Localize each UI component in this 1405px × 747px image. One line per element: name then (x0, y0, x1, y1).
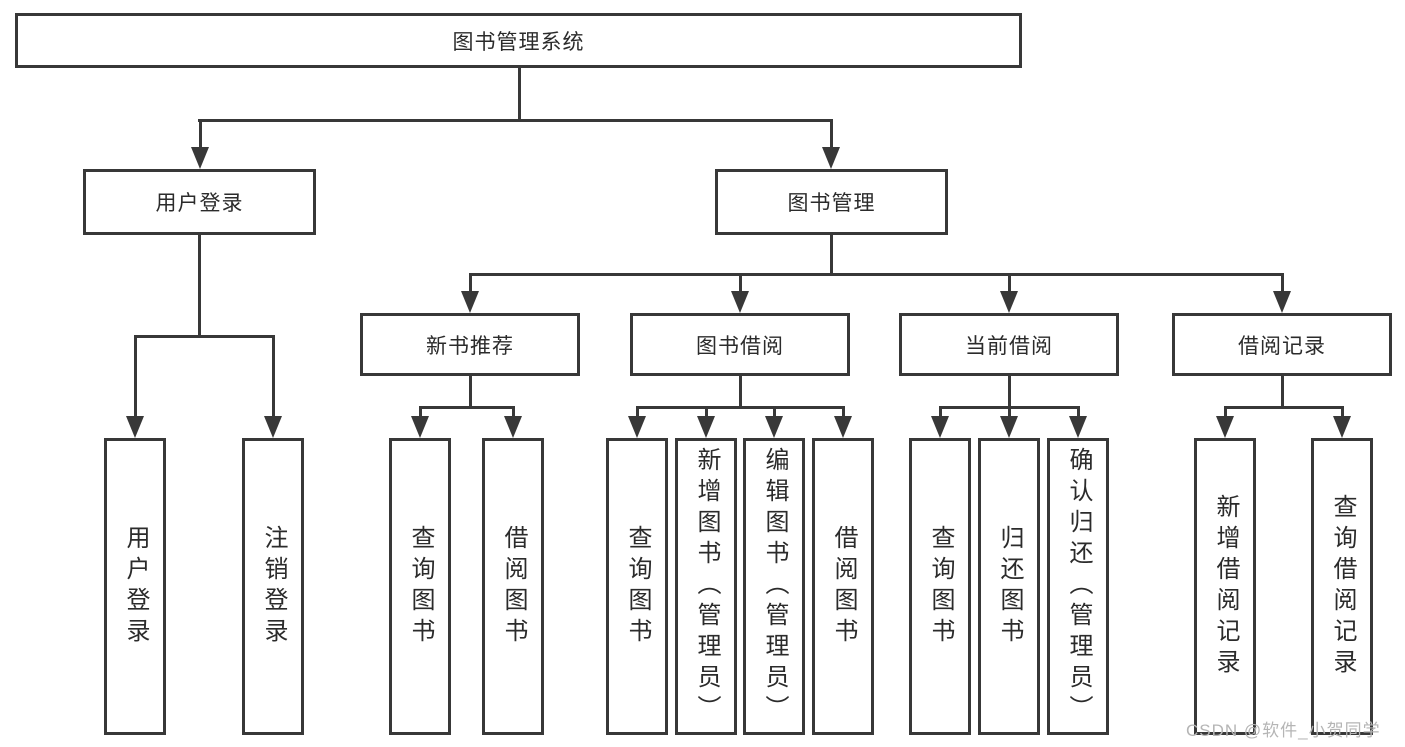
node-user-login: 用户登录 (83, 169, 316, 235)
arrow-book-mgmt (822, 147, 840, 169)
arrow-leaf-return (1000, 416, 1018, 438)
connector-user-login-branch (134, 335, 275, 338)
connector-book-borrow-leafbranch (636, 406, 845, 409)
node-book-management: 图书管理 (715, 169, 948, 235)
arrow-leaf-query-2 (628, 416, 646, 438)
leaf-query-borrow-record: 查询借阅记录 (1311, 438, 1373, 735)
arrow-leaf-confirm-return (1069, 416, 1087, 438)
connector-l10-drop (1224, 406, 1227, 418)
connector-book-mgmt-stem (830, 235, 833, 273)
connector-new-book-drop (469, 273, 472, 291)
connector-records-stem (1281, 376, 1284, 406)
connector-new-book-leafbranch (419, 406, 515, 409)
node-borrowing-records: 借阅记录 (1172, 313, 1392, 376)
connector-l5-drop (773, 406, 776, 418)
connector-l9-drop (1077, 406, 1080, 418)
arrow-leaf-logout (264, 416, 282, 438)
connector-current-borrow-drop (1008, 273, 1011, 291)
arrow-leaf-query-1 (411, 416, 429, 438)
leaf-query-books-1: 查询图书 (389, 438, 451, 735)
leaf-query-books-2: 查询图书 (606, 438, 668, 735)
arrow-records (1273, 291, 1291, 313)
leaf-add-borrow-record: 新增借阅记录 (1194, 438, 1256, 735)
connector-records-drop (1281, 273, 1284, 291)
connector-user-login-stem (198, 235, 201, 335)
connector-l1-drop (419, 406, 422, 418)
arrow-leaf-login (126, 416, 144, 438)
node-current-borrowing: 当前借阅 (899, 313, 1119, 376)
connector-l7-drop (939, 406, 942, 418)
connector-leaf-login-drop (134, 335, 137, 416)
connector-book-borrow-drop (739, 273, 742, 291)
arrow-leaf-query-record (1333, 416, 1351, 438)
connector-l3-drop (636, 406, 639, 418)
node-library-system: 图书管理系统 (15, 13, 1022, 68)
node-new-book-recommend: 新书推荐 (360, 313, 580, 376)
arrow-leaf-add-record (1216, 416, 1234, 438)
connector-book-mgmt-branch (469, 273, 1284, 276)
arrow-current-borrow (1000, 291, 1018, 313)
leaf-add-book-admin: 新增图书（管理员） (675, 438, 737, 735)
leaf-return-book: 归还图书 (978, 438, 1040, 735)
watermark-text: CSDN @软件_小贺同学 (1186, 721, 1381, 740)
connector-l11-drop (1341, 406, 1344, 418)
connector-leaf-logout-drop (272, 335, 275, 416)
leaf-logout: 注销登录 (242, 438, 304, 735)
connector-user-login-drop (199, 119, 202, 147)
arrow-leaf-edit-book (765, 416, 783, 438)
leaf-query-books-3: 查询图书 (909, 438, 971, 735)
connector-l6-drop (842, 406, 845, 418)
arrow-book-borrow (731, 291, 749, 313)
leaf-confirm-return-admin: 确认归还（管理员） (1047, 438, 1109, 735)
connector-book-borrow-stem (739, 376, 742, 406)
leaf-borrow-books-2: 借阅图书 (812, 438, 874, 735)
arrow-new-book (461, 291, 479, 313)
arrow-leaf-add-book (697, 416, 715, 438)
connector-l2-drop (512, 406, 515, 418)
leaf-user-login: 用户登录 (104, 438, 166, 735)
arrow-leaf-borrow-2 (834, 416, 852, 438)
connector-current-borrow-stem (1008, 376, 1011, 406)
connector-l8-drop (1008, 406, 1011, 418)
arrow-leaf-query-3 (931, 416, 949, 438)
connector-book-mgmt-drop (830, 119, 833, 147)
connector-root-stem (518, 67, 521, 119)
leaf-edit-book-admin: 编辑图书（管理员） (743, 438, 805, 735)
arrow-leaf-borrow-1 (504, 416, 522, 438)
connector-records-leafbranch (1224, 406, 1344, 409)
arrow-user-login (191, 147, 209, 169)
node-book-borrowing: 图书借阅 (630, 313, 850, 376)
leaf-borrow-books-1: 借阅图书 (482, 438, 544, 735)
connector-l4-drop (705, 406, 708, 418)
connector-root-branch (198, 119, 833, 122)
connector-new-book-stem (469, 376, 472, 406)
